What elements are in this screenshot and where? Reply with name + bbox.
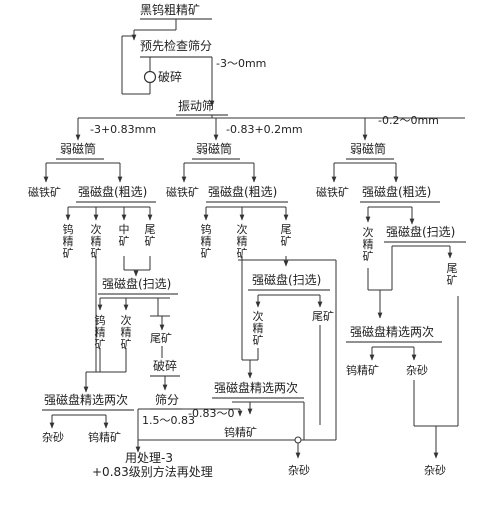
crushing-label: 破碎 <box>158 69 182 84</box>
rough-a-middle-vlabel: 中矿 <box>119 223 130 248</box>
rough-b-middlings-vlabel: 次精矿 <box>237 222 248 260</box>
vertical-char: 矿 <box>119 235 130 248</box>
vertical-char: 钨 <box>95 314 106 327</box>
junction-icon <box>294 436 302 444</box>
vertical-char: 尾 <box>281 223 292 236</box>
prescreen-size-label: -3～0mm <box>216 57 266 70</box>
scav-a-middlings-vlabel: 次精矿 <box>121 313 132 351</box>
clean-b-conc-label: 钨精矿 <box>224 426 257 439</box>
vertical-char: 钨 <box>201 223 212 236</box>
vertical-char: 中 <box>119 223 130 236</box>
reprocess-line2: +0.83级别方法再处理 <box>92 464 213 479</box>
vertical-char: 矿 <box>363 250 374 263</box>
vertical-char: 次 <box>91 222 102 236</box>
vertical-char: 矿 <box>91 247 102 260</box>
c-final-sand-label: 杂砂 <box>424 464 446 477</box>
vertical-char: 精 <box>95 326 106 339</box>
weak-mag-b-label: 弱磁筒 <box>196 141 232 156</box>
rough-c-middlings-vlabel: 次精矿 <box>363 225 374 263</box>
magnetite-a-label: 磁铁矿 <box>28 186 61 199</box>
vertical-char: 精 <box>201 235 212 248</box>
vertical-char: 矿 <box>281 235 292 248</box>
clean-c-sand-label: 杂砂 <box>406 364 428 377</box>
crusher-icon <box>143 70 157 84</box>
rough-a-tungsten-vlabel: 钨精矿 <box>63 223 74 260</box>
weak-mag-a-label: 弱磁筒 <box>60 141 96 156</box>
vertical-char: 次 <box>121 313 132 327</box>
strong-rough-b-label: 强磁盘(粗选) <box>208 184 277 199</box>
screen2-label: 筛分 <box>155 392 179 407</box>
scav-a-tungsten-vlabel: 钨精矿 <box>95 314 106 351</box>
size-083-0-label: -0.83～0 <box>188 407 234 420</box>
crush2-label: 破碎 <box>153 358 177 373</box>
clean-a-sand-label: 杂砂 <box>42 431 64 444</box>
weak-mag-c-label: 弱磁筒 <box>350 141 386 156</box>
feed-label: 黑钨粗精矿 <box>140 2 200 17</box>
rough-a-tail-vlabel: 尾矿 <box>145 223 156 248</box>
vertical-char: 次 <box>363 225 374 239</box>
reprocess-line1: 用处理-3 <box>125 451 173 465</box>
vertical-char: 矿 <box>145 235 156 248</box>
clean-b-sand-label: 杂砂 <box>288 464 310 477</box>
magnetite-b-label: 磁铁矿 <box>166 186 199 199</box>
vertical-char: 尾 <box>447 262 458 275</box>
scav-b-tailings-label: 尾矿 <box>312 310 334 323</box>
vertical-char: 精 <box>91 235 102 248</box>
size-fine-label: -0.2～0mm <box>378 114 439 127</box>
vertical-char: 次 <box>237 222 248 236</box>
strong-scav-c-label: 强磁盘(扫选) <box>386 224 455 239</box>
vertical-char: 精 <box>363 238 374 251</box>
vertical-char: 矿 <box>201 247 212 260</box>
strong-rough-c-label: 强磁盘(粗选) <box>362 184 431 199</box>
size-coarse-label: -3+0.83mm <box>90 123 156 136</box>
rough-b-tail-vlabel: 尾矿 <box>281 223 292 248</box>
magnetite-c-label: 磁铁矿 <box>316 186 349 199</box>
vertical-char: 矿 <box>237 247 248 260</box>
vertical-char: 精 <box>253 322 264 335</box>
vertical-char: 矿 <box>95 338 106 351</box>
rough-b-tungsten-vlabel: 钨精矿 <box>201 223 212 260</box>
vertical-char: 尾 <box>145 223 156 236</box>
clean-a-conc-label: 钨精矿 <box>88 431 121 444</box>
vertical-char: 矿 <box>63 247 74 260</box>
strong-scav-a-label: 强磁盘(扫选) <box>102 276 171 291</box>
vertical-char: 精 <box>237 235 248 248</box>
strong-clean-a-label: 强磁盘精选两次 <box>44 392 128 407</box>
strong-clean-c-label: 强磁盘精选两次 <box>350 324 434 339</box>
vibrating-screen-label: 振动筛 <box>178 98 214 113</box>
scav-a-tailings-label: 尾矿 <box>150 332 172 345</box>
vertical-char: 矿 <box>121 338 132 351</box>
vertical-char: 次 <box>253 309 264 323</box>
strong-rough-a-label: 强磁盘(粗选) <box>78 184 147 199</box>
strong-clean-b-label: 强磁盘精选两次 <box>214 380 298 395</box>
scav-b-middlings-vlabel: 次精矿 <box>253 309 264 347</box>
vertical-char: 精 <box>63 235 74 248</box>
size-mid-label: -0.83+0.2mm <box>226 123 303 136</box>
scav-c-tail-vlabel: 尾矿 <box>447 262 458 287</box>
clean-c-conc-label: 钨精矿 <box>346 364 379 377</box>
vertical-char: 矿 <box>253 334 264 347</box>
size-15-083-label: 1.5～0.83 <box>142 414 195 427</box>
prescreen-label: 预先检查筛分 <box>140 38 212 53</box>
vertical-char: 矿 <box>447 274 458 287</box>
vertical-char: 钨 <box>63 223 74 236</box>
rough-a-middlings-vlabel: 次精矿 <box>91 222 102 260</box>
vertical-char: 精 <box>121 326 132 339</box>
strong-scav-b-label: 强磁盘(扫选) <box>252 272 321 287</box>
